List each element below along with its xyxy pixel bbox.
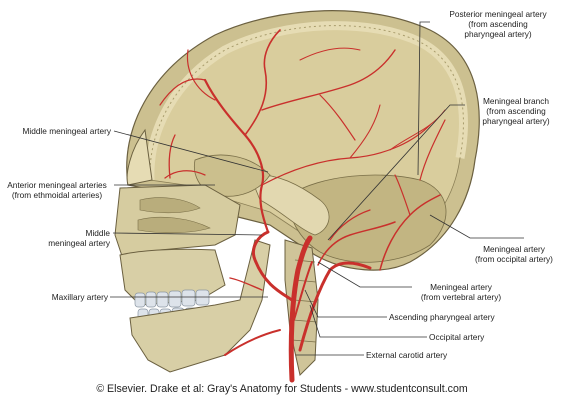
- label-maxillary-artery: Maxillary artery: [51, 292, 108, 302]
- petrous-ridge: [249, 174, 330, 236]
- copyright-credit: © Elsevier. Drake et al: Gray's Anatomy …: [96, 383, 468, 395]
- leader-meningeal-branch: [327, 104, 465, 241]
- label-meningeal-artery-occipital: Meningeal artery (from occipital artery): [475, 244, 553, 264]
- leader-meningeal-occipital: [429, 214, 524, 239]
- leader-lines: [110, 21, 524, 356]
- label-meningeal-branch: Meningeal branch (from ascending pharyng…: [482, 96, 550, 126]
- label-middle-meningeal-artery-lower: Middle meningeal artery: [48, 228, 110, 248]
- leader-ascending-pharyngeal: [304, 289, 387, 318]
- label-meningeal-artery-vertebral: Meningeal artery (from vertebral artery): [420, 282, 502, 302]
- leader-middle-meningeal-top: [113, 130, 269, 173]
- mandible: [129, 239, 271, 373]
- label-external-carotid-artery: External carotid artery: [366, 350, 448, 360]
- label-occipital-artery: Occipital artery: [429, 332, 485, 342]
- arteries: [159, 29, 446, 383]
- leader-occipital: [309, 304, 427, 338]
- upper-teeth: [134, 289, 210, 308]
- leader-middle-meningeal-lower: [112, 232, 263, 236]
- posterior-fossa: [288, 174, 447, 263]
- label-posterior-meningeal-artery: Posterior meningeal artery (from ascendi…: [449, 9, 547, 39]
- leader-meningeal-vertebral: [317, 261, 412, 288]
- frontal-bone: [126, 128, 153, 186]
- label-anterior-meningeal-arteries: Anterior meningeal arteries (from ethmoi…: [7, 180, 107, 200]
- label-ascending-pharyngeal-artery: Ascending pharyngeal artery: [389, 312, 495, 322]
- leader-posterior-meningeal: [417, 21, 430, 176]
- middle-fossa: [193, 154, 271, 197]
- label-middle-meningeal-artery-top: Middle meningeal artery: [22, 126, 111, 136]
